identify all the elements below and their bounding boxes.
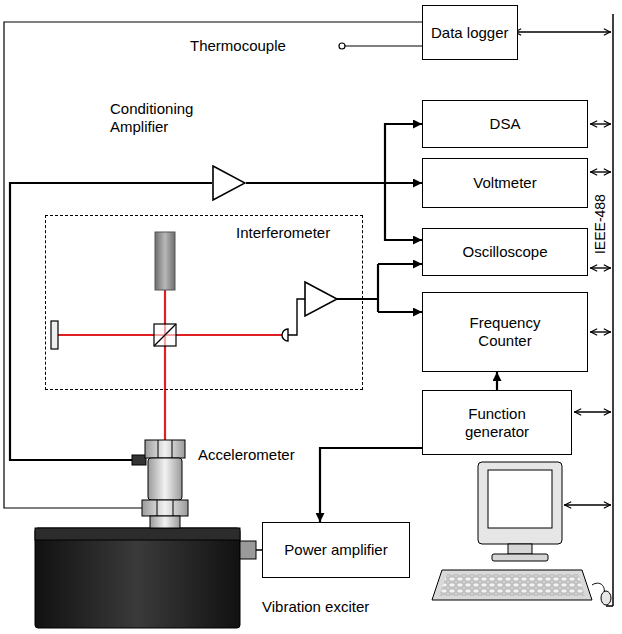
- node-title: Oscilloscope: [462, 243, 547, 261]
- photodetector: [282, 329, 288, 341]
- amplifier-triangle: [213, 166, 245, 200]
- instrument-box: Data logger: [422, 5, 518, 60]
- amplifier-symbol: [305, 282, 337, 316]
- node-title: Data logger: [431, 24, 509, 42]
- instrument-box: Frequency Counter: [422, 292, 588, 372]
- signal-connector: [496, 372, 498, 390]
- instrument-box: Oscilloscope: [422, 228, 588, 276]
- instrument-box: Function generator: [422, 390, 572, 455]
- amplifier-symbol: Conditioning Amplifier: [212, 165, 246, 201]
- mirror: [51, 321, 58, 349]
- computer: [432, 462, 611, 605]
- node-title: Function generator: [442, 405, 552, 441]
- node-title: DSA: [490, 115, 521, 133]
- beam-splitter: [154, 324, 176, 346]
- laser: [155, 232, 175, 290]
- part-label: Thermocouple: [190, 37, 286, 54]
- interferometer-optics: [51, 232, 422, 440]
- signal-connector: [320, 448, 422, 522]
- instrument-box: Voltmeter: [422, 158, 588, 208]
- amplifier-outline: [212, 165, 246, 201]
- part-label: Accelerometer: [198, 446, 295, 463]
- node-title: Conditioning Amplifier: [110, 100, 220, 136]
- part-label: Vibration exciter: [262, 598, 369, 615]
- thermocouple-wire: [4, 22, 422, 508]
- node-title: Voltmeter: [473, 174, 536, 192]
- vibration-exciter: [35, 528, 262, 628]
- signal-connector: [246, 124, 422, 183]
- instrument-box: DSA: [422, 100, 588, 148]
- node-title: Power amplifier: [284, 541, 387, 559]
- accelerometer: [132, 440, 188, 528]
- node-title: Frequency Counter: [450, 314, 560, 350]
- node-title: Interferometer: [236, 224, 330, 241]
- interferometer-region: Interferometer: [45, 215, 363, 390]
- bus-label: IEEE-488: [592, 194, 608, 254]
- amplifier-box: Power amplifier: [262, 522, 410, 578]
- signal-wire: [10, 183, 212, 460]
